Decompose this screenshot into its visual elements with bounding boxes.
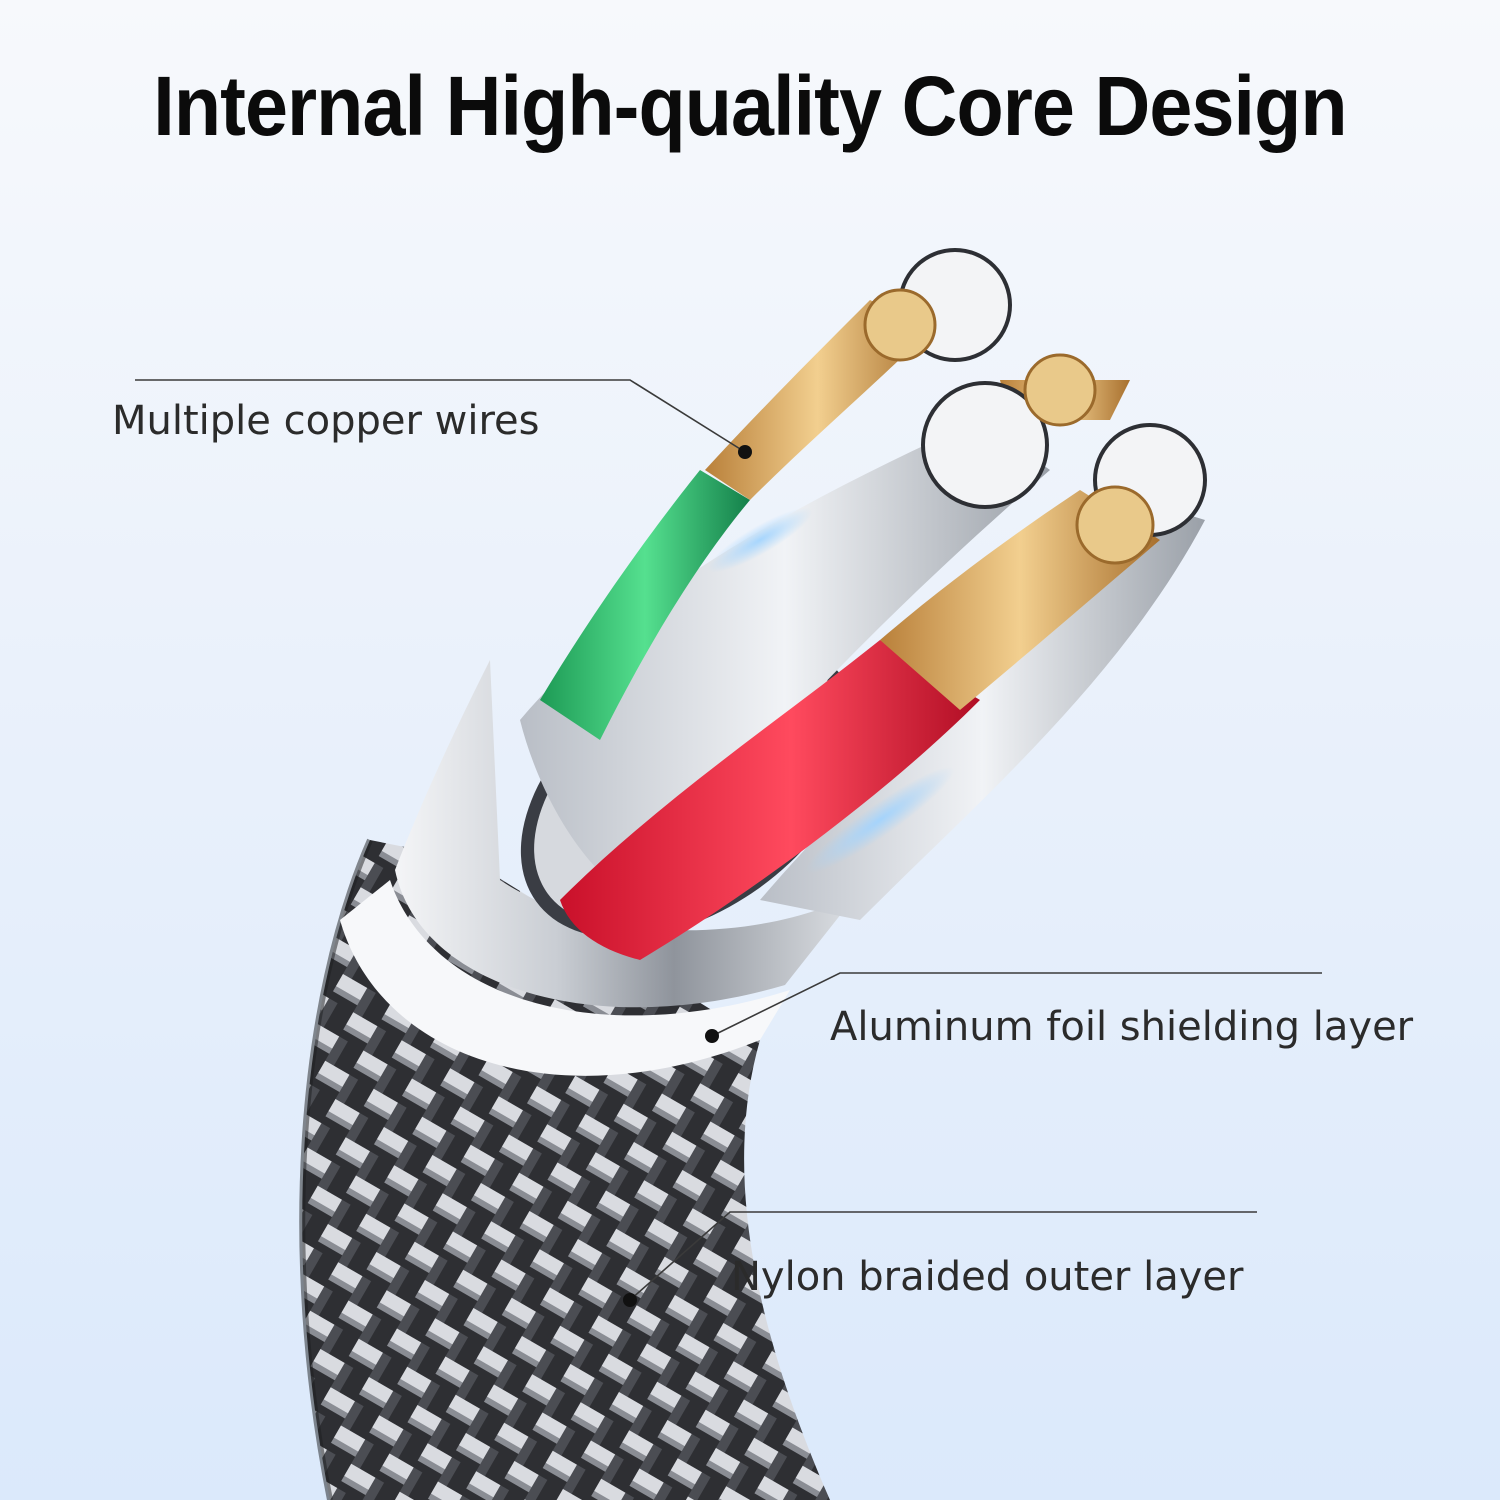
leader-dot-nylon bbox=[623, 1293, 637, 1307]
green-insulated-wire bbox=[540, 470, 750, 740]
red-insulated-wire bbox=[560, 640, 980, 960]
leader-dot-copper bbox=[738, 445, 752, 459]
leader-line-foil bbox=[711, 972, 1322, 1037]
callout-copper-wires: Multiple copper wires bbox=[112, 398, 540, 444]
page-title: Internal High-quality Core Design bbox=[153, 59, 1347, 153]
leader-line-nylon bbox=[629, 1211, 1257, 1301]
inner-sheath-ring bbox=[340, 880, 790, 1076]
leader-line-copper bbox=[135, 379, 746, 453]
leader-dot-foil bbox=[705, 1029, 719, 1043]
silver-wire-bundle bbox=[520, 420, 1050, 900]
leader-lines bbox=[135, 379, 1322, 1301]
callout-nylon-braid: Nylon braided outer layer bbox=[731, 1254, 1244, 1300]
aluminum-foil-sleeve bbox=[395, 660, 860, 1008]
callout-foil-shielding: Aluminum foil shielding layer bbox=[830, 1004, 1414, 1050]
